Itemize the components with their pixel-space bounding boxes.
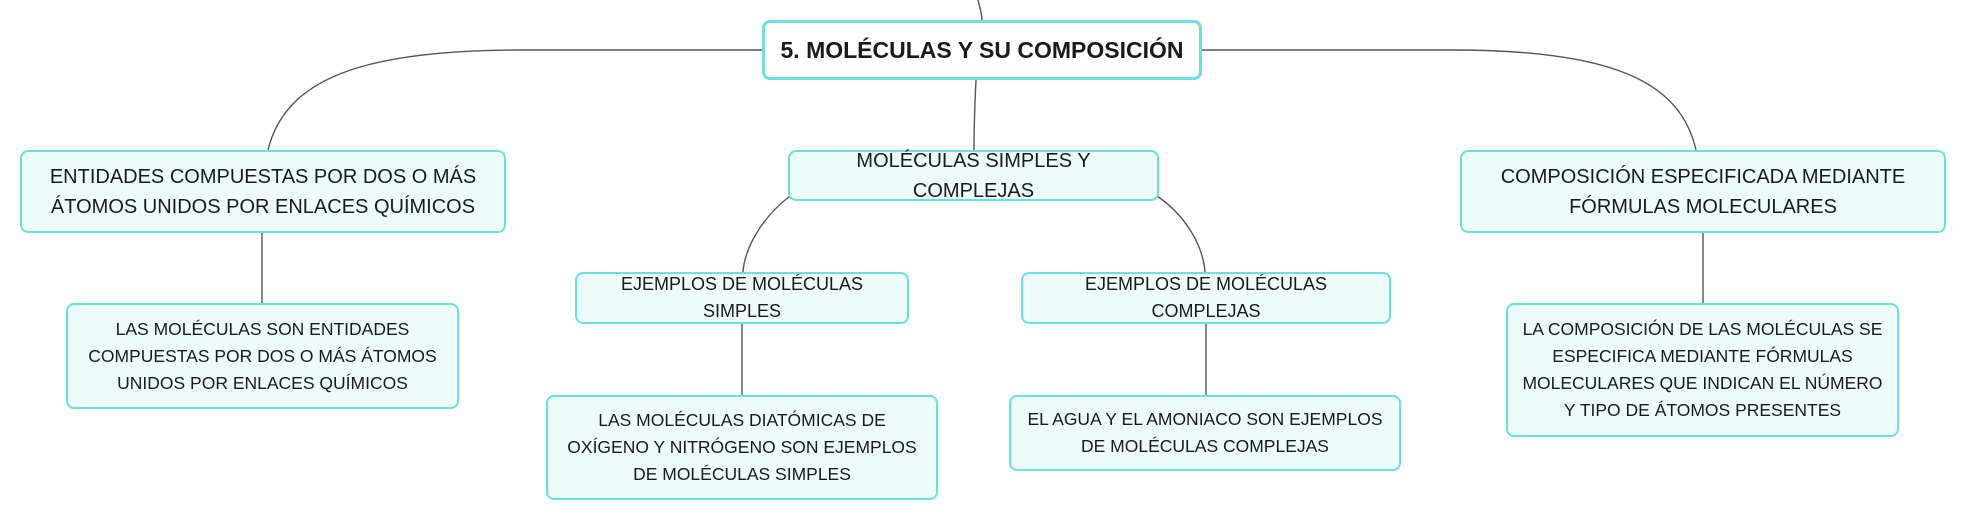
subtopic-label-ejemplos-simples: EJEMPLOS DE MOLÉCULAS SIMPLES [620,274,864,321]
branch-node-composicion[interactable]: COMPOSICIÓN ESPECIFICADA MEDIANTE FÓRMUL… [1460,150,1946,233]
branch-label-simples-complejas: MOLÉCULAS SIMPLES Y COMPLEJAS [856,149,1091,202]
detail-node-ejemplos-complejas[interactable]: EL AGUA Y EL AMONIACO SON EJEMPLOS DE MO… [1009,395,1401,471]
connector-root-middle [973,79,977,151]
detail-text-ejemplos-simples: LAS MOLÉCULAS DIATÓMICAS DE OXÍGENO Y NI… [567,410,917,484]
detail-node-entidades[interactable]: LAS MOLÉCULAS SON ENTIDADES COMPUESTAS P… [66,303,459,409]
branch-label-entidades: ENTIDADES COMPUESTAS POR DOS O MÁS ÁTOMO… [49,165,477,218]
connector-middle-simple [742,195,791,273]
branch-node-simples-complejas[interactable]: MOLÉCULAS SIMPLES Y COMPLEJAS [788,150,1159,202]
branch-label-composicion: COMPOSICIÓN ESPECIFICADA MEDIANTE FÓRMUL… [1500,165,1906,218]
root-topic-label: 5. MOLÉCULAS Y SU COMPOSICIÓN [780,36,1184,63]
subtopic-node-ejemplos-complejas[interactable]: EJEMPLOS DE MOLÉCULAS COMPLEJAS [1021,272,1391,324]
detail-node-ejemplos-simples[interactable]: LAS MOLÉCULAS DIATÓMICAS DE OXÍGENO Y NI… [546,395,938,500]
connector-middle-complex [1156,195,1206,273]
branch-node-entidades[interactable]: ENTIDADES COMPUESTAS POR DOS O MÁS ÁTOMO… [20,150,506,233]
root-topic-node[interactable]: 5. MOLÉCULAS Y SU COMPOSICIÓN [762,20,1202,80]
detail-text-ejemplos-complejas: EL AGUA Y EL AMONIACO SON EJEMPLOS DE MO… [1027,409,1383,456]
detail-text-entidades: LAS MOLÉCULAS SON ENTIDADES COMPUESTAS P… [88,318,437,393]
subtopic-node-ejemplos-simples[interactable]: EJEMPLOS DE MOLÉCULAS SIMPLES [575,272,909,324]
connector-root-incoming [977,0,983,21]
connector-root-left [267,49,762,151]
connector-root-right [1202,49,1697,151]
subtopic-label-ejemplos-complejas: EJEMPLOS DE MOLÉCULAS COMPLEJAS [1084,274,1328,321]
detail-text-composicion: LA COMPOSICIÓN DE LAS MOLÉCULAS SE ESPEC… [1522,319,1883,420]
detail-node-composicion[interactable]: LA COMPOSICIÓN DE LAS MOLÉCULAS SE ESPEC… [1506,303,1899,437]
